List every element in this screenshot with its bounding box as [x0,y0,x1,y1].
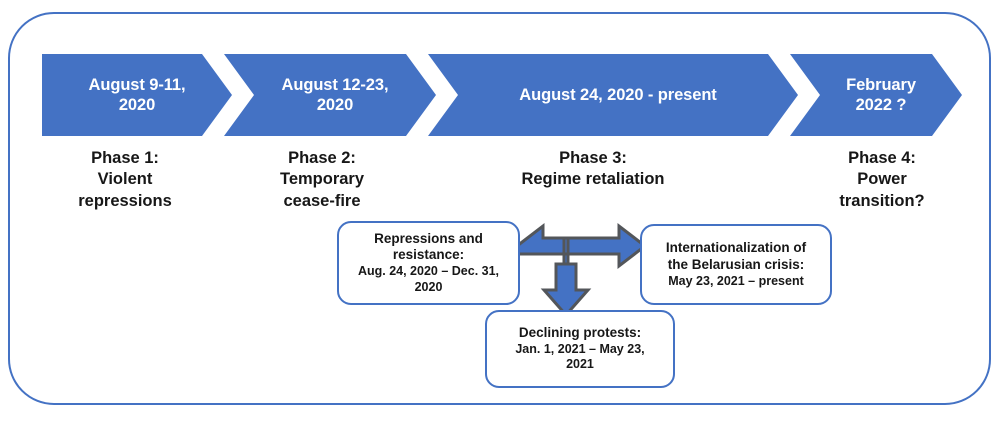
subphase-box-internationalization-dates: May 23, 2021 – present [668,273,804,288]
subphase-box-internationalization[interactable]: Internationalization of the Belarusian c… [640,224,832,305]
subphase-box-internationalization-title: Internationalization of the Belarusian c… [665,239,807,272]
subphase-box-repressions-dates: Aug. 24, 2020 – Dec. 31, 2020 [357,264,500,294]
subphase-box-declining-protests-title: Declining protests: [518,324,642,340]
tri-directional-arrow-icon [515,222,647,317]
timeline-chevron-2-date: August 12-23, 2020 [281,75,389,114]
timeline-chevron-3-date: August 24, 2020 - present [519,85,717,104]
timeline-chevron-2[interactable]: August 12-23, 2020 [224,54,436,136]
subphase-box-repressions[interactable]: Repressions and resistance: Aug. 24, 202… [337,221,520,305]
timeline-chevron-1-date: August 9-11, 2020 [88,75,186,114]
phase-caption-4: Phase 4: Power transition? [839,149,925,210]
subphase-box-repressions-title: Repressions and resistance: [374,230,483,263]
timeline-chevron-1[interactable]: August 9-11, 2020 [42,54,232,136]
timeline-chevron-3[interactable]: August 24, 2020 - present [428,54,798,136]
subphase-box-declining-protests[interactable]: Declining protests: Jan. 1, 2021 – May 2… [485,310,675,388]
phase-caption-2: Phase 2: Temporary cease-fire [279,149,365,210]
subphase-box-declining-protests-dates: Jan. 1, 2021 – May 23, 2021 [515,341,645,372]
phase-caption-3: Phase 3: Regime retaliation [521,149,665,189]
timeline-chevron-4-date: February 2022 ? [846,75,916,114]
outer-border-frame [8,12,991,405]
phase-caption-1: Phase 1: Violent repressions [78,149,172,210]
